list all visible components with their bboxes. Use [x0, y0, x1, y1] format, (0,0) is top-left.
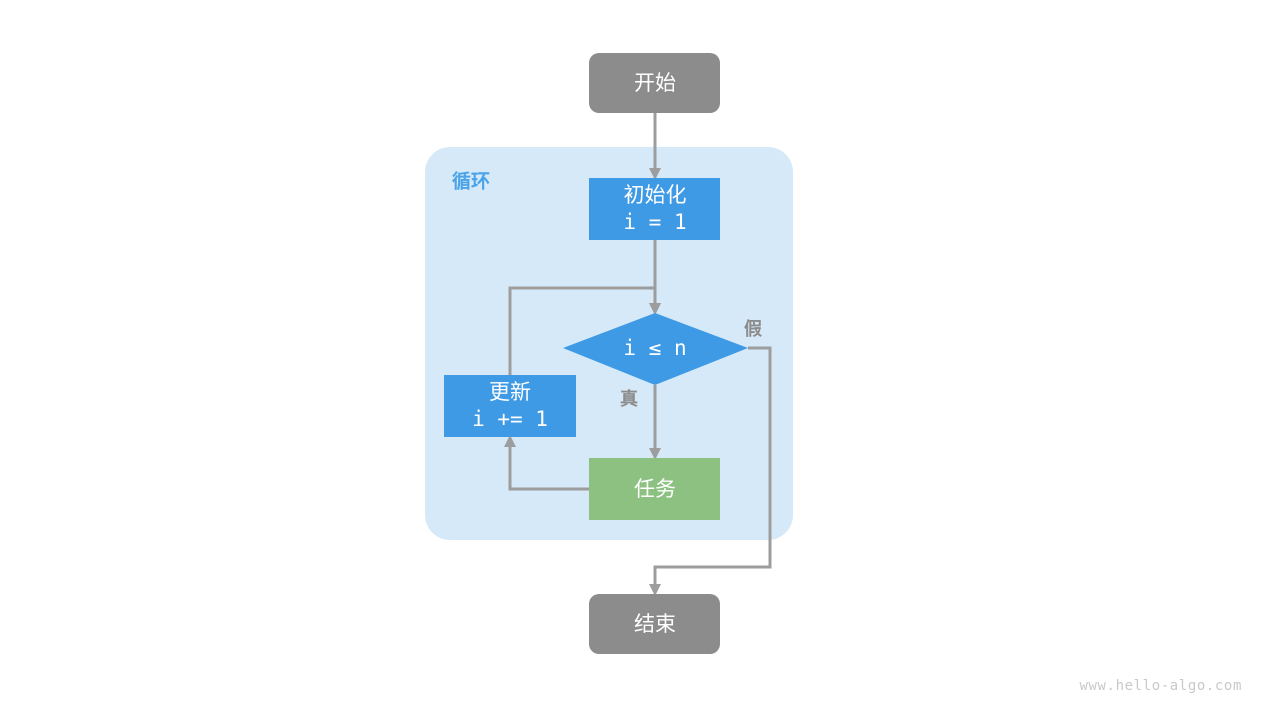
- node-init-label-line2: i = 1: [623, 210, 686, 234]
- node-start-label: 开始: [634, 71, 676, 95]
- node-start[interactable]: 开始: [589, 53, 720, 113]
- watermark-text: www.hello-algo.com: [1079, 678, 1242, 694]
- node-end[interactable]: 结束: [589, 594, 720, 654]
- edge-condition-true-to-task: [649, 385, 661, 460]
- node-init[interactable]: 初始化 i = 1: [589, 178, 720, 240]
- edge-task-to-update: [504, 435, 589, 491]
- node-condition-label: i ≤ n: [623, 336, 686, 360]
- node-update-label-line2: i += 1: [472, 407, 548, 431]
- node-condition[interactable]: i ≤ n: [563, 313, 748, 385]
- edge-start-to-init: [649, 113, 661, 180]
- edge-update-to-condition: [508, 286, 661, 375]
- edge-label-false: 假: [744, 318, 763, 340]
- node-update[interactable]: 更新 i += 1: [444, 375, 576, 437]
- edge-label-true: 真: [620, 388, 638, 410]
- node-task[interactable]: 任务: [589, 458, 720, 520]
- node-end-label: 结束: [634, 612, 676, 636]
- loop-group-label: 循环: [452, 170, 490, 193]
- node-update-label-line1: 更新: [489, 380, 531, 404]
- node-init-label-line1: 初始化: [624, 183, 687, 207]
- edge-condition-false-to-end: [649, 346, 772, 596]
- node-task-label: 任务: [634, 477, 676, 501]
